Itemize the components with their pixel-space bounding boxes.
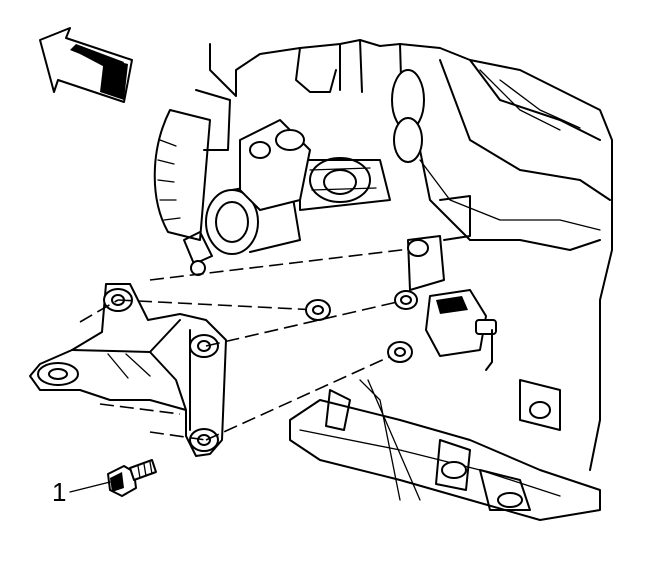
bolt xyxy=(107,459,157,497)
pulley xyxy=(153,89,231,241)
mount-bracket xyxy=(29,283,227,457)
oil-pan xyxy=(289,379,601,521)
sensor-connector xyxy=(407,195,497,371)
mounting-holes xyxy=(305,239,429,363)
callout-label-1: 1 xyxy=(52,477,67,507)
direction-arrow-icon xyxy=(39,27,133,103)
engine-block xyxy=(209,39,613,471)
water-outlet xyxy=(183,119,311,276)
callout-leader-1 xyxy=(69,481,111,493)
alignment-lines xyxy=(79,247,419,441)
